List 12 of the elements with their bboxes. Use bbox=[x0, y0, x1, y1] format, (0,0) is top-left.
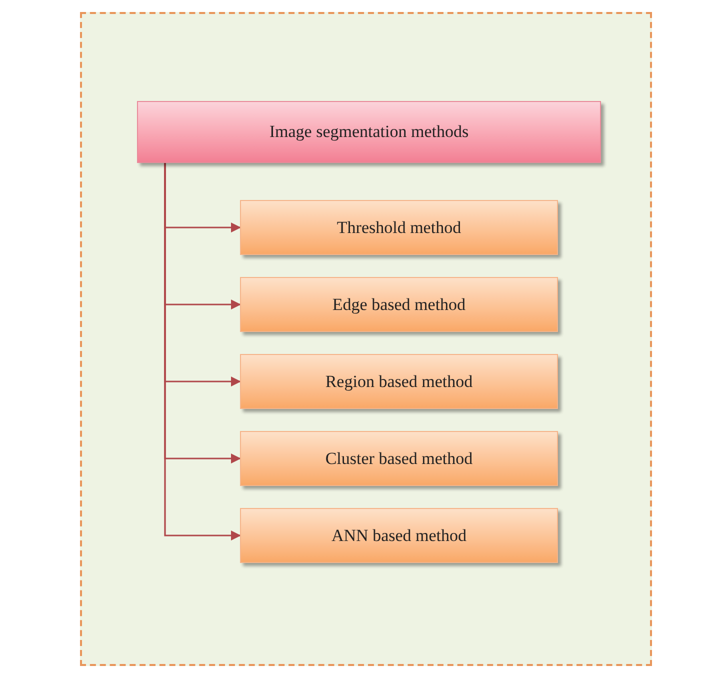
root-box bbox=[137, 101, 601, 163]
box-label: Image segmentation methods bbox=[269, 121, 469, 144]
method-box bbox=[240, 508, 558, 563]
method-box bbox=[240, 200, 558, 255]
box-label: Region based method bbox=[325, 370, 473, 393]
method-box bbox=[240, 277, 558, 332]
method-box bbox=[240, 431, 558, 486]
box-label: Edge based method bbox=[332, 294, 466, 316]
box-label: Cluster based method bbox=[325, 448, 473, 470]
box-label: ANN based method bbox=[331, 524, 467, 547]
method-box bbox=[240, 354, 558, 409]
box-label: Threshold method bbox=[336, 216, 462, 239]
